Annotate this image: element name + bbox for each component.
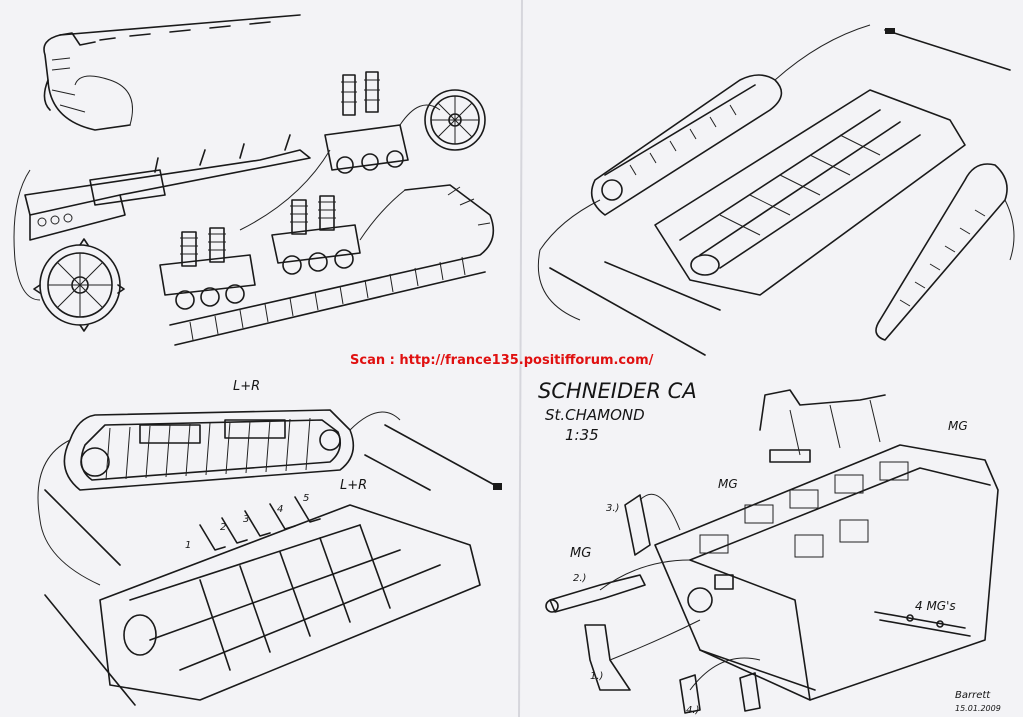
chassis-frame [99,504,481,701]
signature-date: 15.01.2009 [955,704,1001,713]
signature-name: Barrett [955,690,991,701]
axle-rods-bottom-left [44,424,502,706]
label-step-5: 5 [303,493,309,504]
page-fold [518,0,523,717]
title-scale: 1:35 [565,426,599,444]
bogie-unit-top [324,71,409,174]
scan-credit: Scan : http://france135.positifforum.com… [350,353,654,368]
sprocket-wheel [33,238,125,332]
upper-hull-assembly [545,389,999,714]
label-mg-b: MG [718,477,738,491]
title-line-1: SCHNEIDER CA [538,379,697,403]
label-step-1: 1 [185,540,191,551]
label-part-4: 4.) [686,705,699,716]
part-1-bracket [584,624,631,691]
label-part-3: 3.) [606,503,619,514]
lower-track-segment [169,184,495,346]
mg-guns-set [874,611,971,637]
left-track-loop [590,74,783,216]
label-mg-c: MG [570,546,591,561]
label-four-mgs: 4 MG's [915,599,956,613]
label-step-2: 2 [220,522,226,533]
part-2-gun [545,574,646,613]
bogie-unit-right [271,195,361,275]
suspension-exploded-view [13,14,495,346]
bogie-unit-left [159,227,256,310]
label-part-2: 2.) [573,573,586,584]
right-track-loop [875,163,1008,341]
upper-track-segment [43,14,301,131]
part-4-plates [679,672,761,714]
label-track-pair-side: L+R [340,478,367,493]
part-3-plate [624,494,651,556]
label-track-pair-top: L+R [233,379,260,394]
label-mg-a: MG [948,419,968,433]
label-part-1: 1.) [590,671,603,682]
axle-rods-top-right [549,28,1011,356]
frame-rail [24,134,311,241]
hull-floor-assembly [537,24,1015,356]
idler-wheel [424,89,486,151]
full-track-loop [63,409,355,491]
hull-floor [654,89,966,296]
suspension-brackets [199,496,321,551]
title-line-2: St.CHAMOND [545,406,645,424]
label-step-4: 4 [277,504,283,515]
track-chassis-assembly [37,409,502,706]
hull-top-fittings [759,389,886,463]
label-step-3: 3 [243,514,249,525]
hull-body [654,444,999,701]
